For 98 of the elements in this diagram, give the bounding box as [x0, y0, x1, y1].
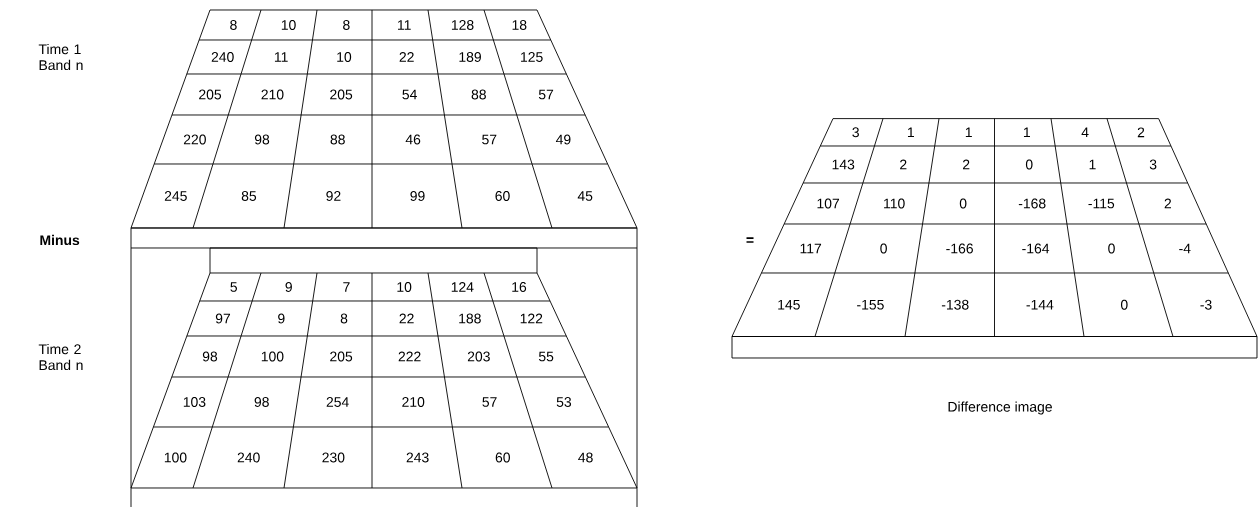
- cell-value: 222: [398, 351, 421, 362]
- cell-value: 245: [164, 191, 187, 201]
- cell-value: -144: [1026, 299, 1054, 310]
- cell-value: 0: [1120, 299, 1128, 310]
- cell-value: 2: [1164, 198, 1171, 209]
- cell-value: 57: [538, 89, 554, 100]
- cell-value: 0: [880, 243, 887, 254]
- cell-value: 143: [832, 159, 855, 170]
- cell-value: 99: [410, 191, 425, 201]
- cell-value: 230: [322, 452, 345, 463]
- cell-value: 128: [451, 20, 474, 30]
- cell-value: 4: [1081, 127, 1089, 138]
- pixel-grid: [731, 118, 1258, 359]
- cell-value: 0: [1025, 159, 1033, 170]
- cell-value: 8: [340, 313, 348, 324]
- pixel-grid: [130, 272, 638, 489]
- cell-value: 100: [164, 452, 187, 463]
- cell-value: 10: [397, 282, 412, 292]
- cell-value: -115: [1088, 198, 1115, 209]
- image-caption: Difference image: [948, 401, 1052, 415]
- cell-value: 0: [1108, 243, 1115, 254]
- cell-value: 10: [281, 20, 296, 30]
- pixel-grid: [130, 9, 638, 229]
- cell-value: 49: [555, 134, 571, 145]
- cell-value: 7: [343, 282, 350, 292]
- cell-value: 205: [330, 89, 353, 100]
- cell-value: 125: [521, 52, 543, 62]
- cell-value: 22: [399, 52, 414, 62]
- cell-value: 145: [778, 299, 800, 310]
- cell-value: 10: [337, 52, 352, 62]
- cell-value: 254: [326, 397, 349, 407]
- cell-value: 60: [495, 191, 510, 201]
- cell-value: 124: [451, 282, 474, 292]
- cell-value: 97: [215, 313, 230, 324]
- cell-value: 2: [900, 159, 907, 170]
- cell-value: 100: [261, 351, 284, 362]
- cell-value: 220: [183, 134, 206, 145]
- band-label: Time 2 Band n: [38, 343, 83, 371]
- cell-value: 22: [399, 313, 414, 324]
- cell-value: 107: [817, 198, 839, 209]
- cell-value: 2: [1137, 127, 1145, 138]
- cell-value: 1: [908, 127, 914, 138]
- cell-value: 8: [230, 20, 237, 30]
- cell-value: -155: [857, 299, 884, 310]
- cell-value: 240: [211, 52, 234, 62]
- cell-value: 8: [343, 20, 350, 30]
- cell-value: -168: [1018, 198, 1046, 209]
- cell-value: -138: [941, 299, 969, 310]
- cell-value: 85: [241, 191, 257, 201]
- cell-value: 1: [1089, 159, 1096, 170]
- cell-value: 57: [482, 397, 497, 407]
- cell-value: 98: [202, 351, 218, 362]
- cell-value: 205: [330, 351, 353, 362]
- cell-value: -164: [1022, 243, 1050, 254]
- band-label: Time 1 Band n: [38, 43, 83, 71]
- operator-label: Minus: [40, 234, 80, 246]
- cell-value: 16: [512, 282, 527, 292]
- cell-value: 122: [520, 313, 543, 324]
- cell-value: 11: [274, 52, 288, 62]
- cell-value: 188: [459, 313, 481, 324]
- cell-value: 117: [800, 243, 822, 254]
- cell-value: 5: [230, 282, 237, 292]
- cell-value: 205: [199, 89, 222, 100]
- cell-value: 1: [1024, 127, 1030, 138]
- cell-value: 203: [467, 351, 490, 362]
- cell-value: 60: [495, 452, 510, 463]
- cell-value: 110: [884, 198, 905, 209]
- cell-value: 11: [398, 20, 411, 30]
- cell-value: 18: [512, 20, 527, 30]
- cell-value: 3: [852, 127, 859, 138]
- cell-value: 210: [402, 397, 425, 407]
- cell-value: 46: [405, 134, 421, 145]
- cell-value: 92: [326, 191, 341, 201]
- cell-value: 3: [1149, 159, 1157, 170]
- cell-value: 243: [406, 452, 429, 463]
- cell-value: 88: [330, 134, 345, 145]
- cell-value: 57: [482, 134, 497, 145]
- cell-value: 55: [538, 351, 554, 362]
- cell-value: 2: [963, 159, 970, 170]
- cell-value: -166: [946, 243, 973, 254]
- cell-value: 98: [254, 397, 269, 407]
- cell-value: 53: [556, 397, 572, 407]
- cell-value: 98: [254, 134, 270, 145]
- cell-value: -4: [1179, 243, 1191, 254]
- cell-value: 54: [402, 89, 417, 100]
- cell-value: 240: [237, 452, 260, 463]
- cell-value: 1: [965, 127, 972, 138]
- cell-value: 210: [261, 89, 284, 100]
- cell-value: 189: [459, 52, 481, 62]
- cell-value: 103: [183, 397, 206, 407]
- cell-value: 9: [285, 282, 292, 292]
- cell-value: 48: [578, 452, 593, 463]
- cell-value: -3: [1200, 299, 1212, 310]
- cell-value: 9: [278, 313, 285, 324]
- cell-value: 88: [471, 89, 486, 100]
- cell-value: 45: [577, 191, 593, 201]
- operator-label: =: [746, 237, 754, 243]
- cell-value: 0: [959, 198, 967, 209]
